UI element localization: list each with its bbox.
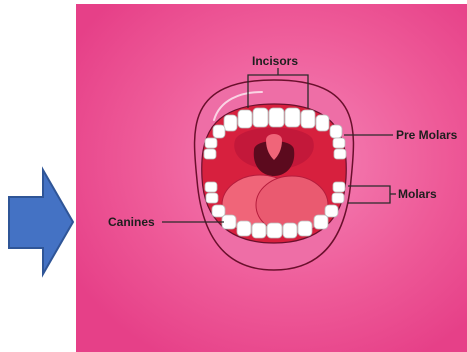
incisors-label: Incisors bbox=[252, 55, 298, 67]
pre-molars-label: Pre Molars bbox=[396, 129, 457, 141]
canines-label: Canines bbox=[108, 216, 155, 228]
open-mouth-illustration bbox=[195, 80, 354, 270]
right-arrow-icon bbox=[9, 170, 73, 274]
molars-label: Molars bbox=[398, 188, 437, 200]
